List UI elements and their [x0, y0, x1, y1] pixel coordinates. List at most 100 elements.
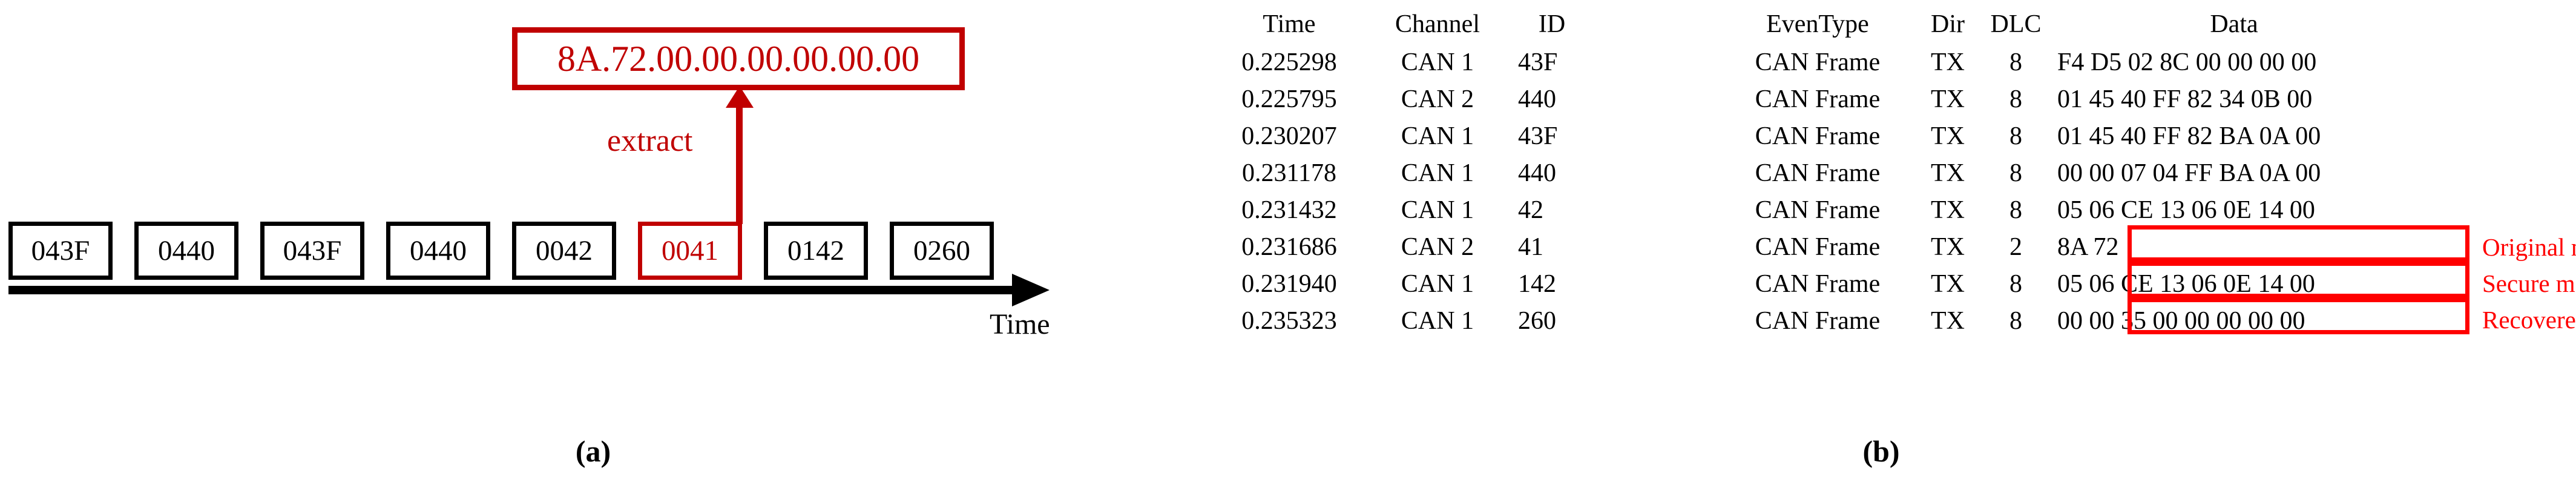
can-trace-table-header: Time Channel ID EvenType Dir DLC Data: [1211, 5, 2420, 44]
time-axis-label: Time: [990, 308, 1050, 340]
cell-channel: CAN 2: [1401, 85, 1474, 113]
cell-id: 42: [1518, 196, 1543, 224]
message-box: 043F: [260, 222, 364, 280]
message-box-label: 0042: [536, 234, 593, 266]
column-header-eventype: EvenType: [1766, 10, 1869, 38]
cell-id: 43F: [1518, 48, 1558, 76]
cell-eventype: CAN Frame: [1755, 48, 1881, 76]
time-axis-line: [8, 286, 1016, 294]
panel-b-caption: (b): [1862, 434, 1900, 468]
can-trace-table: Time Channel ID EvenType Dir DLC Data 0.…: [1211, 5, 2420, 339]
cell-eventype: CAN Frame: [1755, 122, 1881, 150]
cell-dir: TX: [1931, 48, 1965, 76]
cell-eventype: CAN Frame: [1755, 233, 1881, 261]
message-box: 0440: [134, 222, 238, 280]
cell-dlc: 8: [2009, 159, 2022, 187]
secure-message-note: Secure message: [2482, 269, 2576, 297]
cell-dir: TX: [1931, 306, 1965, 335]
cell-dlc: 2: [2009, 233, 2022, 261]
message-box: 043F: [8, 222, 113, 280]
cell-channel: CAN 1: [1401, 122, 1474, 150]
cell-time: 0.235323: [1241, 306, 1337, 335]
original-message-note: Original message: [2482, 233, 2576, 261]
panel-a-caption: (a): [575, 434, 611, 468]
cell-spacer: [1597, 191, 1724, 228]
cell-data: 01 45 40 FF 82 34 0B 00: [2057, 85, 2313, 113]
cell-id: 440: [1518, 85, 1556, 113]
cell-data: F4 D5 02 8C 00 00 00 00: [2057, 48, 2317, 76]
column-header-spacer: [1597, 5, 1724, 44]
column-header-id: ID: [1538, 10, 1566, 38]
cell-spacer: [1597, 228, 1724, 265]
cell-data: 00 00 35 00 00 00 00 00: [2057, 306, 2305, 335]
cell-data: 00 00 07 04 FF BA 0A 00: [2057, 159, 2321, 187]
message-box-label: 0142: [787, 234, 844, 266]
column-header-channel: Channel: [1395, 10, 1480, 38]
cell-channel: CAN 1: [1401, 48, 1474, 76]
message-box-highlighted: 0041: [638, 222, 742, 280]
cell-time: 0.231686: [1241, 233, 1337, 261]
cell-spacer: [1597, 81, 1724, 117]
cell-eventype: CAN Frame: [1755, 196, 1881, 224]
message-box-label: 043F: [283, 234, 342, 266]
panel-b-can-trace-table: Time Channel ID EvenType Dir DLC Data 0.…: [1186, 0, 2576, 499]
cell-dir: TX: [1931, 122, 1965, 150]
cell-channel: CAN 1: [1401, 159, 1474, 187]
message-box-label: 0440: [158, 234, 215, 266]
cell-dir: TX: [1931, 85, 1965, 113]
column-header-time: Time: [1263, 10, 1316, 38]
message-box-label: 0260: [913, 234, 970, 266]
cell-time: 0.231432: [1241, 196, 1337, 224]
cell-dir: TX: [1931, 196, 1965, 224]
cell-time: 0.225298: [1241, 48, 1337, 76]
cell-channel: CAN 1: [1401, 306, 1474, 335]
cell-spacer: [1597, 265, 1724, 302]
cell-time: 0.225795: [1241, 85, 1337, 113]
cell-spacer: [1597, 154, 1724, 191]
panel-a-timeline-diagram: 8A.72.00.00.00.00.00.00 extract 043F 0440…: [0, 0, 1186, 499]
cell-eventype: CAN Frame: [1755, 85, 1881, 113]
cell-spacer: [1597, 44, 1724, 81]
message-box: 0440: [386, 222, 490, 280]
cell-spacer: [1597, 117, 1724, 154]
recovered-message-note: Recovered message: [2482, 306, 2576, 334]
cell-dlc: 8: [2009, 306, 2022, 335]
time-axis-arrow-icon: [1012, 274, 1050, 306]
column-header-dir: Dir: [1931, 10, 1965, 38]
cell-eventype: CAN Frame: [1755, 269, 1881, 298]
message-box: 0260: [890, 222, 994, 280]
cell-time: 0.231178: [1242, 159, 1336, 187]
cell-time: 0.231940: [1241, 269, 1337, 298]
cell-dir: TX: [1931, 269, 1965, 298]
cell-channel: CAN 1: [1401, 269, 1474, 298]
cell-dlc: 8: [2009, 196, 2022, 224]
cell-dir: TX: [1931, 233, 1965, 261]
cell-dlc: 8: [2009, 85, 2022, 113]
table-header-row: Time Channel ID EvenType Dir DLC Data: [1211, 5, 2420, 44]
cell-id: 43F: [1518, 122, 1558, 150]
cell-data: 8A 72: [2057, 233, 2119, 261]
extract-arrow-shaft-icon: [736, 102, 743, 224]
message-box-label: 0440: [410, 234, 467, 266]
message-box-label: 0041: [662, 234, 718, 266]
cell-data: 05 06 CE 13 06 0E 14 00: [2057, 269, 2315, 298]
table-row: 0.225795 CAN 2 440 CAN Frame TX 8 01 45 40 FF …: [1211, 81, 2420, 117]
column-header-dlc: DLC: [1990, 10, 2042, 38]
cell-eventype: CAN Frame: [1755, 159, 1881, 187]
cell-dlc: 8: [2009, 48, 2022, 76]
message-box: 0042: [512, 222, 616, 280]
cell-eventype: CAN Frame: [1755, 306, 1881, 335]
cell-data: 05 06 CE 13 06 0E 14 00: [2057, 196, 2315, 224]
cell-dlc: 8: [2009, 122, 2022, 150]
extracted-payload-box: 8A.72.00.00.00.00.00.00: [512, 27, 965, 90]
cell-channel: CAN 1: [1401, 196, 1474, 224]
table-row: 0.231432 CAN 1 42 CAN Frame TX 8 05 06 CE 13 0…: [1211, 191, 2420, 228]
cell-data: 01 45 40 FF 82 BA 0A 00: [2057, 122, 2321, 150]
message-box: 0142: [764, 222, 868, 280]
extract-arrow-label: extract: [607, 124, 693, 158]
column-header-data: Data: [2210, 10, 2258, 38]
